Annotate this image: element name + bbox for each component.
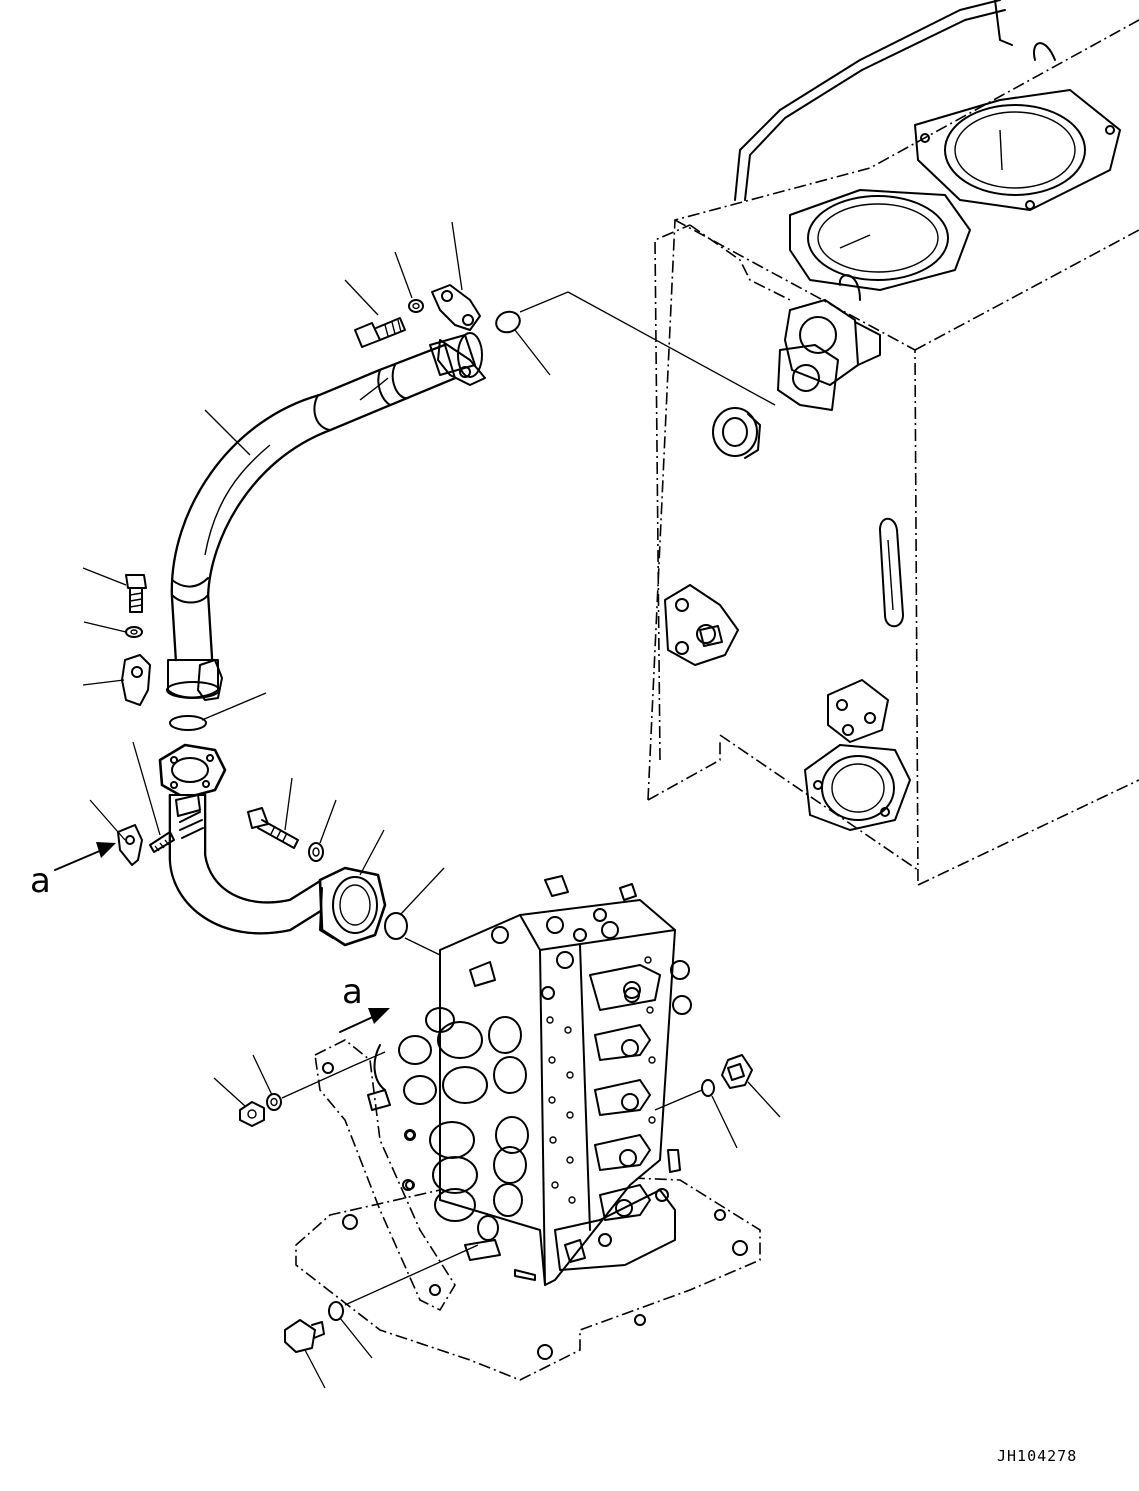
top-split-flange xyxy=(432,285,485,385)
control-valve-body xyxy=(368,876,691,1285)
tank-sight-gauge xyxy=(880,519,903,627)
left-flange-washer xyxy=(126,627,142,637)
top-flange-washer xyxy=(409,300,423,312)
view-label-center: a xyxy=(342,972,363,1012)
hydraulic-tank xyxy=(648,0,1139,885)
tank-side-flange-upper xyxy=(778,300,880,410)
top-o-ring xyxy=(493,308,522,335)
pipe-upper-flange xyxy=(160,745,225,798)
tank-side-flange-middle xyxy=(665,585,738,665)
left-split-flange xyxy=(122,655,222,705)
tank-top-port-medium xyxy=(790,190,970,300)
tank-top-port-large xyxy=(915,90,1120,210)
tank-side-plug xyxy=(713,408,760,458)
tank-side-flange-lower xyxy=(805,680,910,830)
leader-lines xyxy=(83,222,780,1388)
drawing-code: JH104278 xyxy=(997,1447,1077,1465)
valve-washer xyxy=(267,1094,281,1110)
valve-right-spools xyxy=(590,961,691,1220)
valve-nut xyxy=(240,1102,264,1126)
top-flange-bolt xyxy=(355,318,405,347)
valve-bottom-o-ring xyxy=(329,1302,343,1320)
pipe-clamp-plate xyxy=(118,825,142,865)
valve-right-plug xyxy=(722,1055,752,1088)
middle-o-ring xyxy=(170,716,206,730)
view-label-left: a xyxy=(30,861,51,901)
pipe-flange-bolt xyxy=(248,808,298,848)
valve-left-spool-caps xyxy=(368,1008,528,1240)
left-flange-bolt xyxy=(126,575,146,612)
lower-o-ring xyxy=(385,913,407,939)
suction-hose xyxy=(167,333,482,698)
steel-pipe xyxy=(170,795,330,933)
valve-right-o-ring xyxy=(702,1080,714,1096)
pipe-stud xyxy=(150,832,174,852)
pipe-flange-washer xyxy=(309,843,323,861)
valve-front-ports xyxy=(547,957,655,1203)
pipe-lower-flange xyxy=(320,868,385,945)
valve-bottom-plug xyxy=(285,1320,324,1352)
view-arrow-center xyxy=(340,1008,390,1032)
view-arrow-left xyxy=(55,842,116,870)
